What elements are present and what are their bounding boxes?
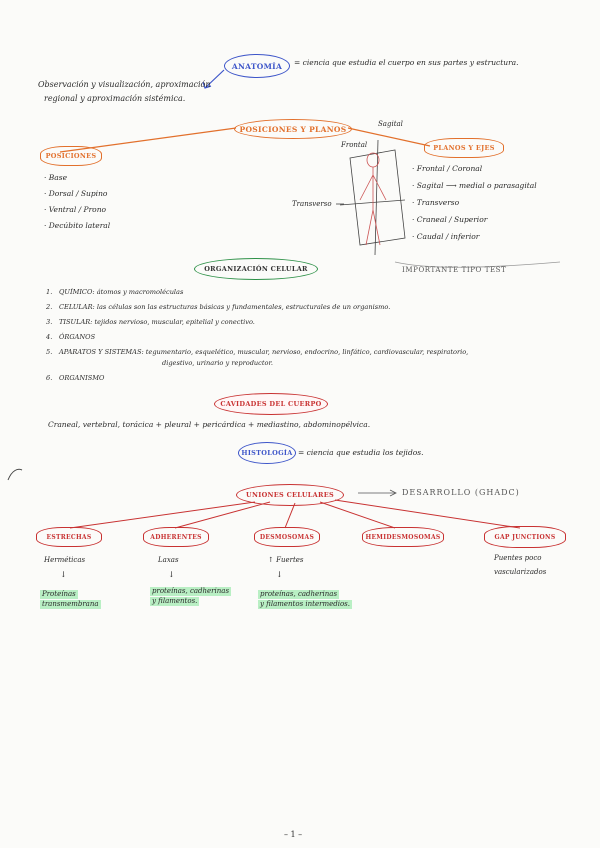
- list-item: · Base: [44, 173, 68, 182]
- list-item: 5.APARATOS Y SISTEMAS: tegumentario, esq…: [46, 348, 469, 356]
- organizacion-list: 1.QUÍMICO: átomos y macromoléculas 2.CEL…: [46, 287, 468, 388]
- adherentes-highlight-1: proteínas, cadherinas: [150, 587, 232, 596]
- list-item: digestivo, urinario y reproductor.: [162, 359, 274, 367]
- cavidades-text: Craneal, vertebral, torácica + pleural +…: [48, 420, 371, 429]
- uniones-title: UNIONES CELULARES: [236, 484, 344, 506]
- uniones-desarrollo: DESARROLLO (GHADC): [402, 488, 520, 497]
- histologia-title: HISTOLOGÍA: [238, 442, 296, 464]
- cavidades-title: CAVIDADES DEL CUERPO: [214, 393, 328, 415]
- desmosomas-highlight-2: y filamentos intermedios.: [258, 600, 352, 609]
- adherentes-highlight-2: y filamentos.: [150, 597, 200, 606]
- list-item: 3.TISULAR: tejidos nervioso, muscular, e…: [46, 318, 255, 326]
- estrechas-desc: Herméticas: [44, 556, 86, 564]
- junction-adherentes: ADHERENTES: [143, 527, 209, 547]
- posiciones-planos-title: POSICIONES Y PLANOS: [234, 119, 352, 139]
- adherentes-arrow: ↓: [168, 570, 175, 579]
- list-item: · Dorsal / Supino: [44, 189, 108, 198]
- anatomia-observation-line2: regional y aproximación sistémica.: [44, 94, 186, 103]
- gap-desc-2: vascularizados: [494, 568, 547, 576]
- gap-desc-1: Puentes poco: [494, 554, 542, 562]
- list-item: · Transverso: [412, 198, 460, 207]
- list-item: · Frontal / Coronal: [412, 164, 483, 173]
- page-number: – 1 –: [284, 830, 303, 839]
- estrechas-highlight-1: Proteínas: [40, 590, 78, 599]
- junction-gap: GAP JUNCTIONS: [484, 526, 566, 548]
- anatomia-observation-line1: Observación y visualización, aproximació…: [38, 80, 211, 89]
- list-item: · Sagital ⟶ medial o parasagital: [412, 181, 537, 190]
- planos-title: PLANOS Y EJES: [424, 138, 504, 158]
- list-item: 2.CELULAR: las células son las estructur…: [46, 303, 391, 311]
- list-item: 4.ÓRGANOS: [46, 333, 96, 341]
- posiciones-list: · Base · Dorsal / Supino · Ventral / Pro…: [44, 170, 110, 234]
- list-item: · Decúbito lateral: [44, 221, 111, 230]
- important-note: IMPORTANTE TIPO TEST: [402, 266, 507, 274]
- list-item: · Ventral / Prono: [44, 205, 107, 214]
- figure-label-sagital: Sagital: [378, 120, 403, 128]
- figure-label-frontal: Frontal: [341, 141, 368, 149]
- adherentes-desc: Laxas: [158, 556, 179, 564]
- anatomia-title: ANATOMÍA: [224, 54, 290, 78]
- desmosomas-highlight-1: proteínas, cadherinas: [258, 590, 340, 599]
- estrechas-arrow: ↓: [60, 570, 67, 579]
- list-item: · Craneal / Superior: [412, 215, 488, 224]
- junction-desmosomas: DESMOSOMAS: [254, 527, 320, 547]
- posiciones-title: POSICIONES: [40, 146, 102, 166]
- desmosomas-desc: ↑ Fuertes: [268, 556, 304, 564]
- list-item: 1.QUÍMICO: átomos y macromoléculas: [46, 288, 184, 296]
- planos-list: · Frontal / Coronal · Sagital ⟶ medial o…: [412, 160, 537, 245]
- anatomia-definition: = ciencia que estudia el cuerpo en sus p…: [294, 58, 519, 67]
- junction-hemidesmosomas: HEMIDESMOSOMAS: [362, 527, 444, 547]
- organizacion-title: ORGANIZACIÓN CELULAR: [194, 258, 318, 280]
- desmosomas-arrow: ↓: [276, 570, 283, 579]
- body-planes-figure: [336, 139, 406, 256]
- histologia-definition: = ciencia que estudia los tejidos.: [298, 448, 424, 457]
- figure-label-transverso: Transverso: [292, 200, 332, 208]
- junction-estrechas: ESTRECHAS: [36, 527, 102, 547]
- list-item: 6.ORGANISMO: [46, 374, 105, 382]
- estrechas-highlight-2: transmembrana: [40, 600, 101, 609]
- list-item: · Caudal / inferior: [412, 232, 480, 241]
